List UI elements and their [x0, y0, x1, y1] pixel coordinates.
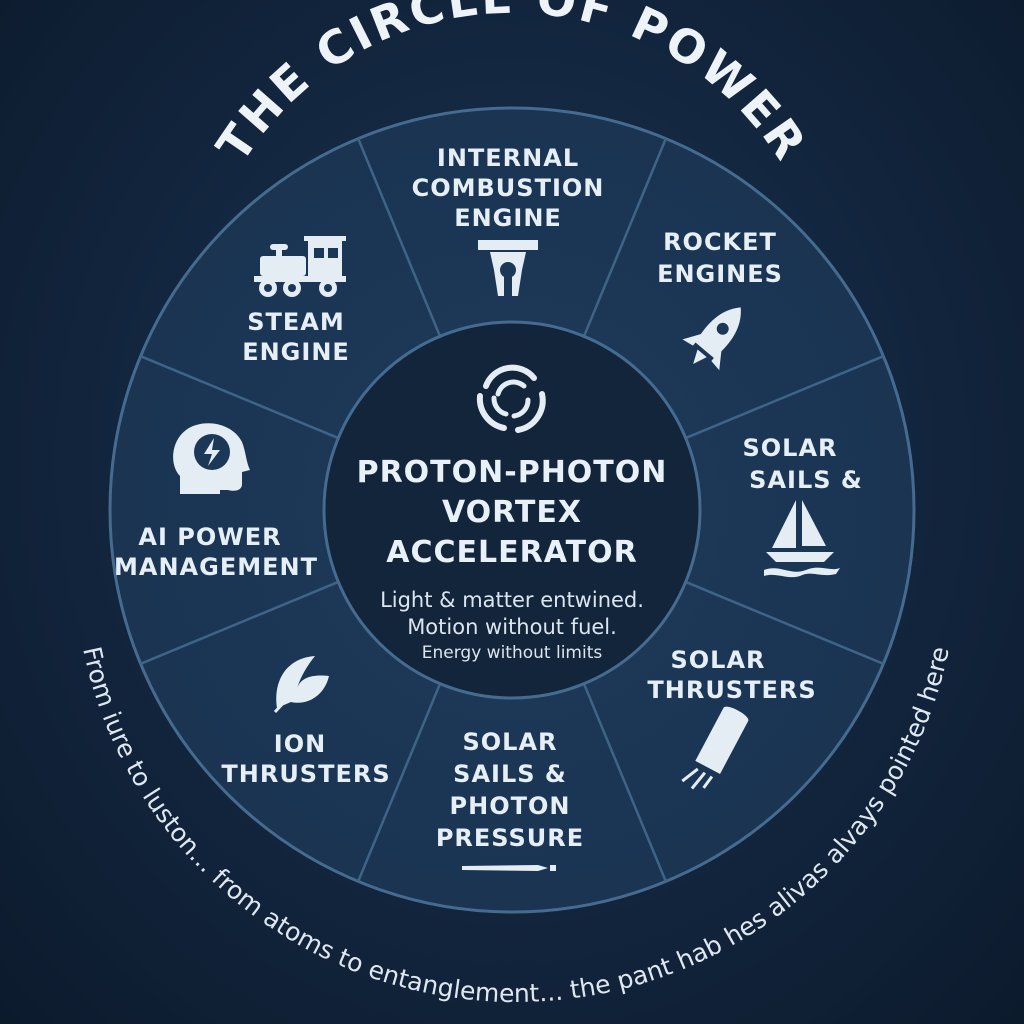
center-subtitle-line-2: Motion without fuel. — [407, 615, 617, 639]
center-title-line-1: PROTON-PHOTON — [357, 455, 668, 490]
segment-label: COMBUSTION — [412, 174, 605, 202]
vortex-spiral-icon — [476, 364, 546, 433]
segment-solar-sails: SOLAR SAILS & — [742, 434, 863, 578]
segment-label: ENGINE — [242, 338, 350, 366]
segment-label: SOLAR — [742, 434, 837, 462]
segment-divider — [140, 580, 339, 665]
segment-label: ROCKET — [663, 228, 777, 256]
segment-label: THRUSTERS — [647, 676, 816, 704]
segment-label: ENGINE — [454, 204, 562, 232]
segment-label: THRUSTERS — [221, 760, 390, 788]
segment-divider — [582, 138, 667, 337]
segment-rocket-engines: ROCKET ENGINES — [657, 228, 783, 371]
segment-label: SAILS & — [749, 466, 863, 494]
segment-divider — [685, 355, 884, 440]
segment-label: PRESSURE — [436, 824, 584, 852]
segment-divider — [582, 683, 667, 882]
segment-label: INTERNAL — [437, 144, 579, 172]
segment-label: STEAM — [247, 308, 345, 336]
center-subtitle-line-3: Energy without limits — [422, 643, 603, 663]
piston-icon — [478, 240, 538, 296]
center-title-line-2: VORTEX — [442, 495, 582, 530]
segment-divider — [357, 138, 442, 337]
ion-leaf-icon — [273, 656, 329, 714]
rocket-icon — [682, 307, 741, 371]
segment-label: PHOTON — [450, 792, 571, 820]
segment-dividers — [140, 138, 884, 882]
segment-label: AI POWER — [138, 523, 281, 551]
thruster-icon — [681, 706, 749, 790]
segment-label: MANAGEMENT — [114, 553, 318, 581]
segment-internal-combustion: INTERNAL COMBUSTION ENGINE — [412, 144, 605, 296]
segment-divider — [357, 683, 442, 882]
segment-label: ION — [274, 730, 326, 758]
segment-divider — [685, 580, 884, 665]
sail-blade-icon — [462, 865, 556, 871]
center-disc — [322, 320, 702, 700]
segment-divider — [140, 355, 339, 440]
segment-steam-engine: STEAM ENGINE — [242, 236, 350, 366]
ai-head-icon — [173, 423, 250, 494]
sailboat-icon — [764, 500, 840, 578]
segment-ion-thrusters: ION THRUSTERS — [221, 656, 390, 788]
segment-label: ENGINES — [657, 260, 783, 288]
segment-label: SAILS & — [453, 760, 567, 788]
segment-label: SOLAR — [670, 646, 765, 674]
center-title-line-3: ACCELERATOR — [386, 535, 637, 570]
steam-locomotive-icon — [254, 236, 346, 297]
center-subtitle-line-1: Light & matter entwined. — [380, 588, 644, 612]
segment-solar-sails-photon: SOLAR SAILS & PHOTON PRESSURE — [436, 728, 584, 871]
segment-solar-thrusters: SOLAR THRUSTERS — [647, 646, 816, 790]
segment-ai-power: AI POWER MANAGEMENT — [114, 423, 318, 581]
segment-label: SOLAR — [462, 728, 557, 756]
